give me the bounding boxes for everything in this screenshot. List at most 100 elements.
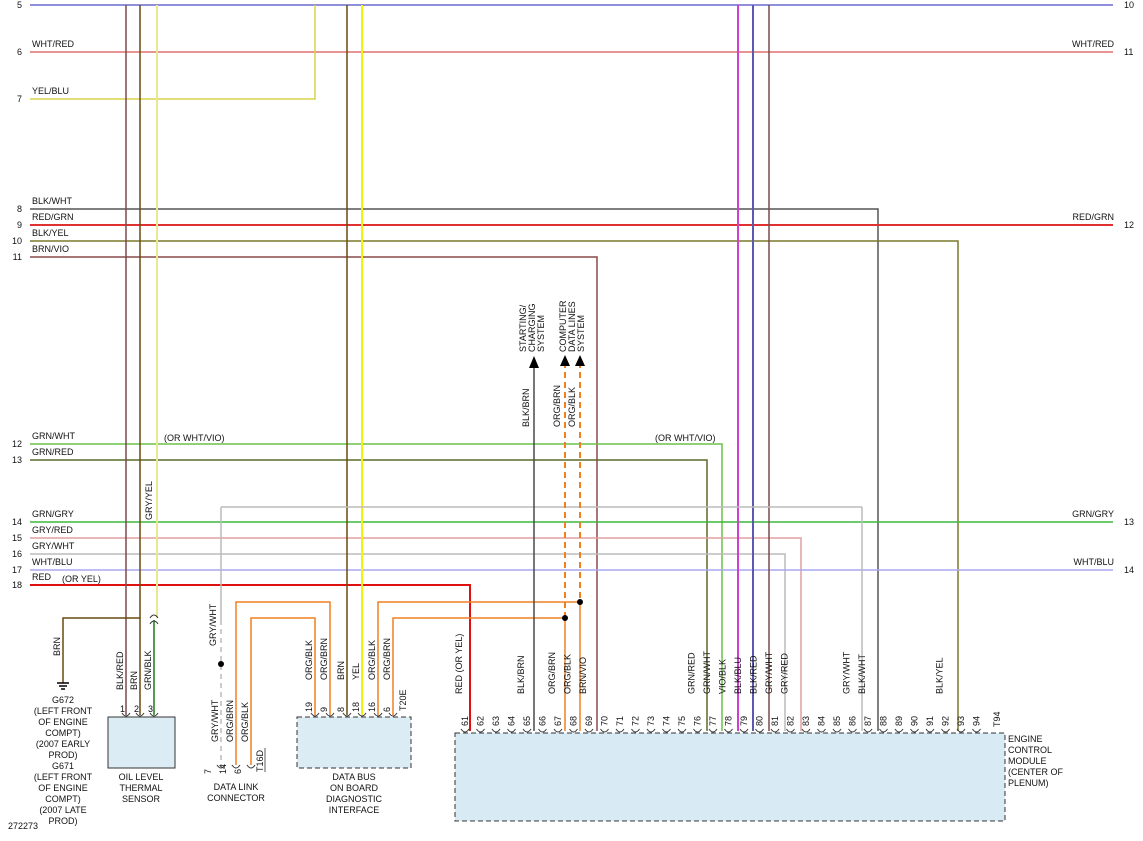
wire-org-brn-dl xyxy=(235,601,331,765)
wire-org-blk-dl xyxy=(250,617,316,765)
oil-sensor-name: THERMAL xyxy=(119,783,162,793)
ecm-wire-label: BRN/VIO xyxy=(578,657,588,694)
data-bus-box xyxy=(296,716,412,769)
arrow-starting xyxy=(529,356,539,368)
ecm-pin: 64 xyxy=(507,716,517,726)
pin-terminal xyxy=(801,728,811,733)
wire-number-right: 10 xyxy=(1124,0,1134,10)
data-bus-name: INTERFACE xyxy=(329,805,380,815)
oil-sensor-name: OIL LEVEL xyxy=(119,772,164,782)
ecm-pin: 77 xyxy=(708,716,718,726)
pin-terminal xyxy=(231,764,241,769)
ecm-pin: 71 xyxy=(615,716,625,726)
ecm-pin: 78 xyxy=(724,716,734,726)
wire-org-brn-db xyxy=(392,617,565,715)
pin-terminal xyxy=(342,712,352,717)
pin-terminal xyxy=(832,728,842,733)
wire-gry-wht xyxy=(30,553,786,731)
ecm-wire-label: VIO/BLK xyxy=(718,659,728,694)
oil-sensor-wire-label: BRN xyxy=(129,671,139,690)
ecm-pin: 73 xyxy=(646,716,656,726)
wire-grn-red xyxy=(30,459,708,731)
pin-terminal xyxy=(310,712,320,717)
wire-number-left: 8 xyxy=(17,204,22,214)
pin-terminal xyxy=(739,728,749,733)
component-layer xyxy=(107,712,1006,822)
wire-org-blk-db xyxy=(377,601,580,715)
data-bus-pin: 8 xyxy=(336,707,346,712)
alt-label-grn-wht-right: (OR WHT/VIO) xyxy=(655,433,716,443)
pin-terminal xyxy=(600,728,609,733)
pin-terminal xyxy=(149,712,159,717)
arrow-datalines-2 xyxy=(575,355,585,366)
starting-system-label: CHARGING xyxy=(527,303,537,352)
wire-number-left: 16 xyxy=(12,549,22,559)
pin-terminal xyxy=(538,728,547,733)
ecm-name: (CENTER OF xyxy=(1008,767,1064,777)
wire-gry-red xyxy=(30,537,802,731)
wire-brn-ground xyxy=(62,617,141,715)
wire-number-right: 14 xyxy=(1124,565,1134,575)
wire-red xyxy=(30,584,471,731)
pin-terminal xyxy=(507,728,516,733)
pin-terminal xyxy=(491,728,501,733)
starting-system-label: STARTING/ xyxy=(518,304,528,352)
alt-label-red: (OR YEL) xyxy=(62,574,101,584)
ecm-name: CONTROL xyxy=(1008,745,1052,755)
ecm-pin: 83 xyxy=(801,716,811,726)
pin-terminal xyxy=(646,728,656,733)
ecm-pin: 75 xyxy=(677,716,687,726)
ecm-pin: 91 xyxy=(925,716,935,726)
ground-label: G672 xyxy=(52,695,74,705)
ecm-pin: 72 xyxy=(631,716,641,726)
ecm-name: PLENUM) xyxy=(1008,778,1049,788)
data-bus-wire-label: YEL xyxy=(351,663,361,680)
data-link-conn-id: T16D xyxy=(255,749,265,772)
ecm-pin: 66 xyxy=(538,716,548,726)
ecm-pin: 92 xyxy=(941,716,951,726)
label-org-blk-top: ORG/BLK xyxy=(567,387,577,427)
label-blk-brn-top: BLK/BRN xyxy=(521,388,531,427)
wire-label-left: GRY/RED xyxy=(32,525,73,535)
label-gry-wht-dl: GRY/WHT xyxy=(208,603,218,646)
arrow-datalines-1 xyxy=(560,355,570,366)
wire-label-left: WHT/RED xyxy=(32,39,74,49)
oil-sensor-wire-label: GRN/BLK xyxy=(143,650,153,690)
data-bus-pin: 18 xyxy=(351,702,361,712)
ecm-pin: 82 xyxy=(786,716,796,726)
wire-number-left: 15 xyxy=(12,533,22,543)
ecm-wire-label: GRY/WHT xyxy=(764,651,774,694)
wire-yel-blu xyxy=(30,5,316,100)
pin-terminal xyxy=(569,728,578,733)
ecm-pin: 65 xyxy=(522,716,532,726)
ground-label: (LEFT FRONT xyxy=(34,706,93,716)
pin-terminal xyxy=(584,728,594,733)
data-link-wire-label: ORG/BLK xyxy=(240,702,250,742)
label-gry-yel: GRY/YEL xyxy=(144,481,154,520)
wire-number-right: 11 xyxy=(1124,47,1133,57)
ecm-pin: 94 xyxy=(972,716,982,726)
wire-number-left: 17 xyxy=(12,565,22,575)
wire-number-left: 12 xyxy=(12,439,22,449)
data-link-name: DATA LINK xyxy=(214,782,259,792)
wire-label-left: RED/GRN xyxy=(32,212,74,222)
pin-terminal xyxy=(121,712,131,717)
wire-number-left: 10 xyxy=(12,236,22,246)
ecm-pin: 86 xyxy=(848,716,858,726)
wire-label-left: WHT/BLU xyxy=(32,557,73,567)
data-bus-wire-label: ORG/BLK xyxy=(367,640,377,680)
ecm-wire-label: GRY/WHT xyxy=(842,651,852,694)
pin-terminal xyxy=(770,728,780,733)
ecm-wire-label: BLK/BRN xyxy=(516,655,526,694)
data-link-wire-label: GRY/WHT xyxy=(210,699,220,742)
ecm-wire-label: ORG/BLK xyxy=(563,654,573,694)
ecm-wire-label: GRY/RED xyxy=(780,653,790,694)
ecm-wire-label: ORG/BRN xyxy=(547,652,557,694)
wire-label-left: BLK/WHT xyxy=(32,196,73,206)
ecm-pin: 84 xyxy=(817,716,827,726)
data-bus-pin: 9 xyxy=(319,707,329,712)
ecm-pin: 74 xyxy=(662,716,672,726)
wire-label-left: GRN/WHT xyxy=(32,431,75,441)
data-bus-name: DIAGNOSTIC xyxy=(326,794,383,804)
pin-terminal xyxy=(817,728,826,733)
